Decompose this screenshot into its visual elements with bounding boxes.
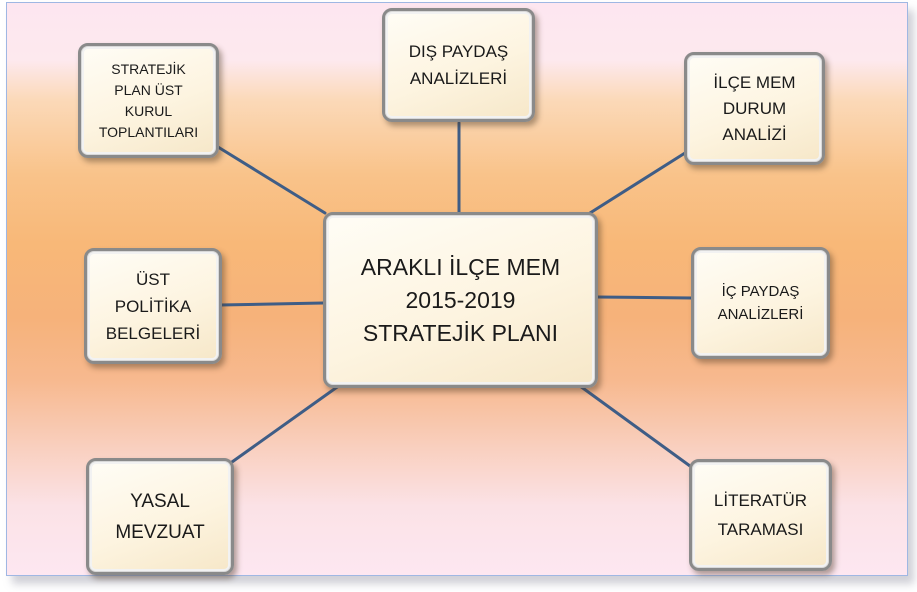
node-line: POLİTİKA	[114, 296, 192, 316]
center-line-3: STRATEJİK PLANI	[362, 319, 559, 346]
node-literatur-taramasi: LİTERATÜR TARAMASI	[689, 459, 832, 571]
connector-ust-politika	[218, 301, 325, 307]
node-line: PLAN ÜST	[114, 81, 183, 98]
connector-literatur	[578, 384, 692, 468]
node-line: YASAL	[130, 490, 190, 512]
connector-ilce-mem-durum	[588, 151, 687, 215]
node-dis-paydas-analizleri: DIŞ PAYDAŞ ANALİZLERİ	[382, 8, 535, 122]
node-line: KURUL	[124, 102, 173, 119]
node-line: ANALİZLERİ	[717, 306, 804, 323]
node-line: İLÇE MEM	[713, 72, 796, 92]
node-line: TARAMASI	[717, 520, 804, 539]
node-line: DURUM	[722, 98, 787, 118]
node-line: BELGELERİ	[105, 323, 201, 343]
node-ic-paydas-analizleri: İÇ PAYDAŞ ANALİZLERİ	[691, 247, 830, 359]
node-line: ANALİZİ	[722, 124, 787, 144]
connector-stratejik-plan	[216, 145, 327, 215]
connector-yasal-mevzuat	[230, 383, 342, 464]
center-line-2: 2015-2019	[405, 286, 516, 313]
node-line: ÜST	[136, 269, 170, 289]
connector-ic-paydas	[595, 295, 694, 300]
node-stratejik-plan-ust-kurul: STRATEJİK PLAN ÜST KURUL TOPLANTILARI	[78, 43, 219, 158]
node-line: İÇ PAYDAŞ	[721, 283, 800, 300]
center-line-1: ARAKLI İLÇE MEM	[360, 253, 561, 280]
node-yasal-mevzuat: YASAL MEVZUAT	[86, 458, 234, 575]
node-line: ANALİZLERİ	[409, 69, 508, 88]
node-line: DIŞ PAYDAŞ	[408, 42, 509, 61]
node-ust-politika-belgeleri: ÜST POLİTİKA BELGELERİ	[84, 248, 222, 364]
node-line: LİTERATÜR	[713, 491, 808, 510]
node-line: STRATEJİK	[111, 60, 186, 77]
node-line: TOPLANTILARI	[98, 123, 199, 140]
node-ilce-mem-durum-analizi: İLÇE MEM DURUM ANALİZİ	[684, 52, 825, 165]
node-line: MEVZUAT	[115, 521, 205, 543]
center-node: ARAKLI İLÇE MEM 2015-2019 STRATEJİK PLAN…	[323, 212, 598, 388]
